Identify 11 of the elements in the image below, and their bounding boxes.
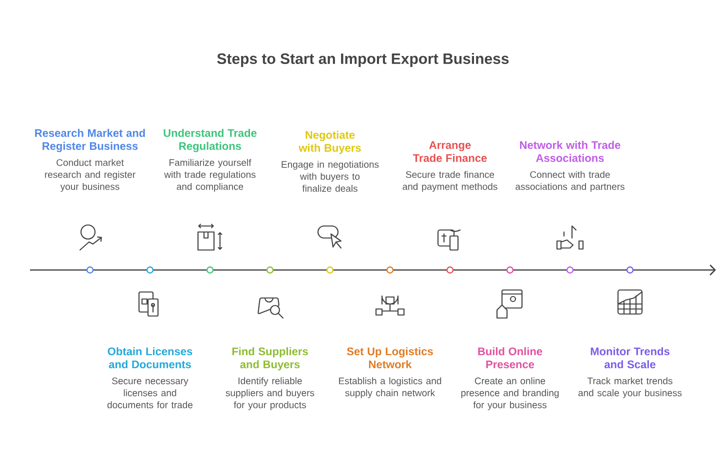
step-text: Find Suppliers and Buyers Identify reliable suppliers and buyers for your products bbox=[226, 347, 314, 410]
step-text: Arrange Trade Finance Secure trade finance and payment methods bbox=[402, 141, 498, 192]
step-text: Set Up Logistics Network Establish a logistics and supply chain network bbox=[339, 347, 442, 398]
step-text: Research Market and Register Business Conduct market research and register your business bbox=[35, 128, 145, 192]
step-text: Network with Trade Associations Connect with trade associations and partners bbox=[516, 140, 624, 192]
step-text: Monitor Trends and Scale Track market trends and scale your business bbox=[578, 347, 682, 398]
step-text: Build Online Presence Create an online presence and branding for your business bbox=[461, 347, 559, 410]
step-text: Understand Trade Regulations Familiarize yourself with trade regulations and compliance bbox=[164, 128, 257, 192]
title: Steps to Start an Import Export Business bbox=[217, 53, 509, 67]
step-text: Obtain Licenses and Documents Secure necessary licenses and documents for trade bbox=[107, 347, 192, 408]
step-text: Negotiate with Buyers Engage in negotiations with buyers to finalize deals bbox=[282, 130, 379, 192]
